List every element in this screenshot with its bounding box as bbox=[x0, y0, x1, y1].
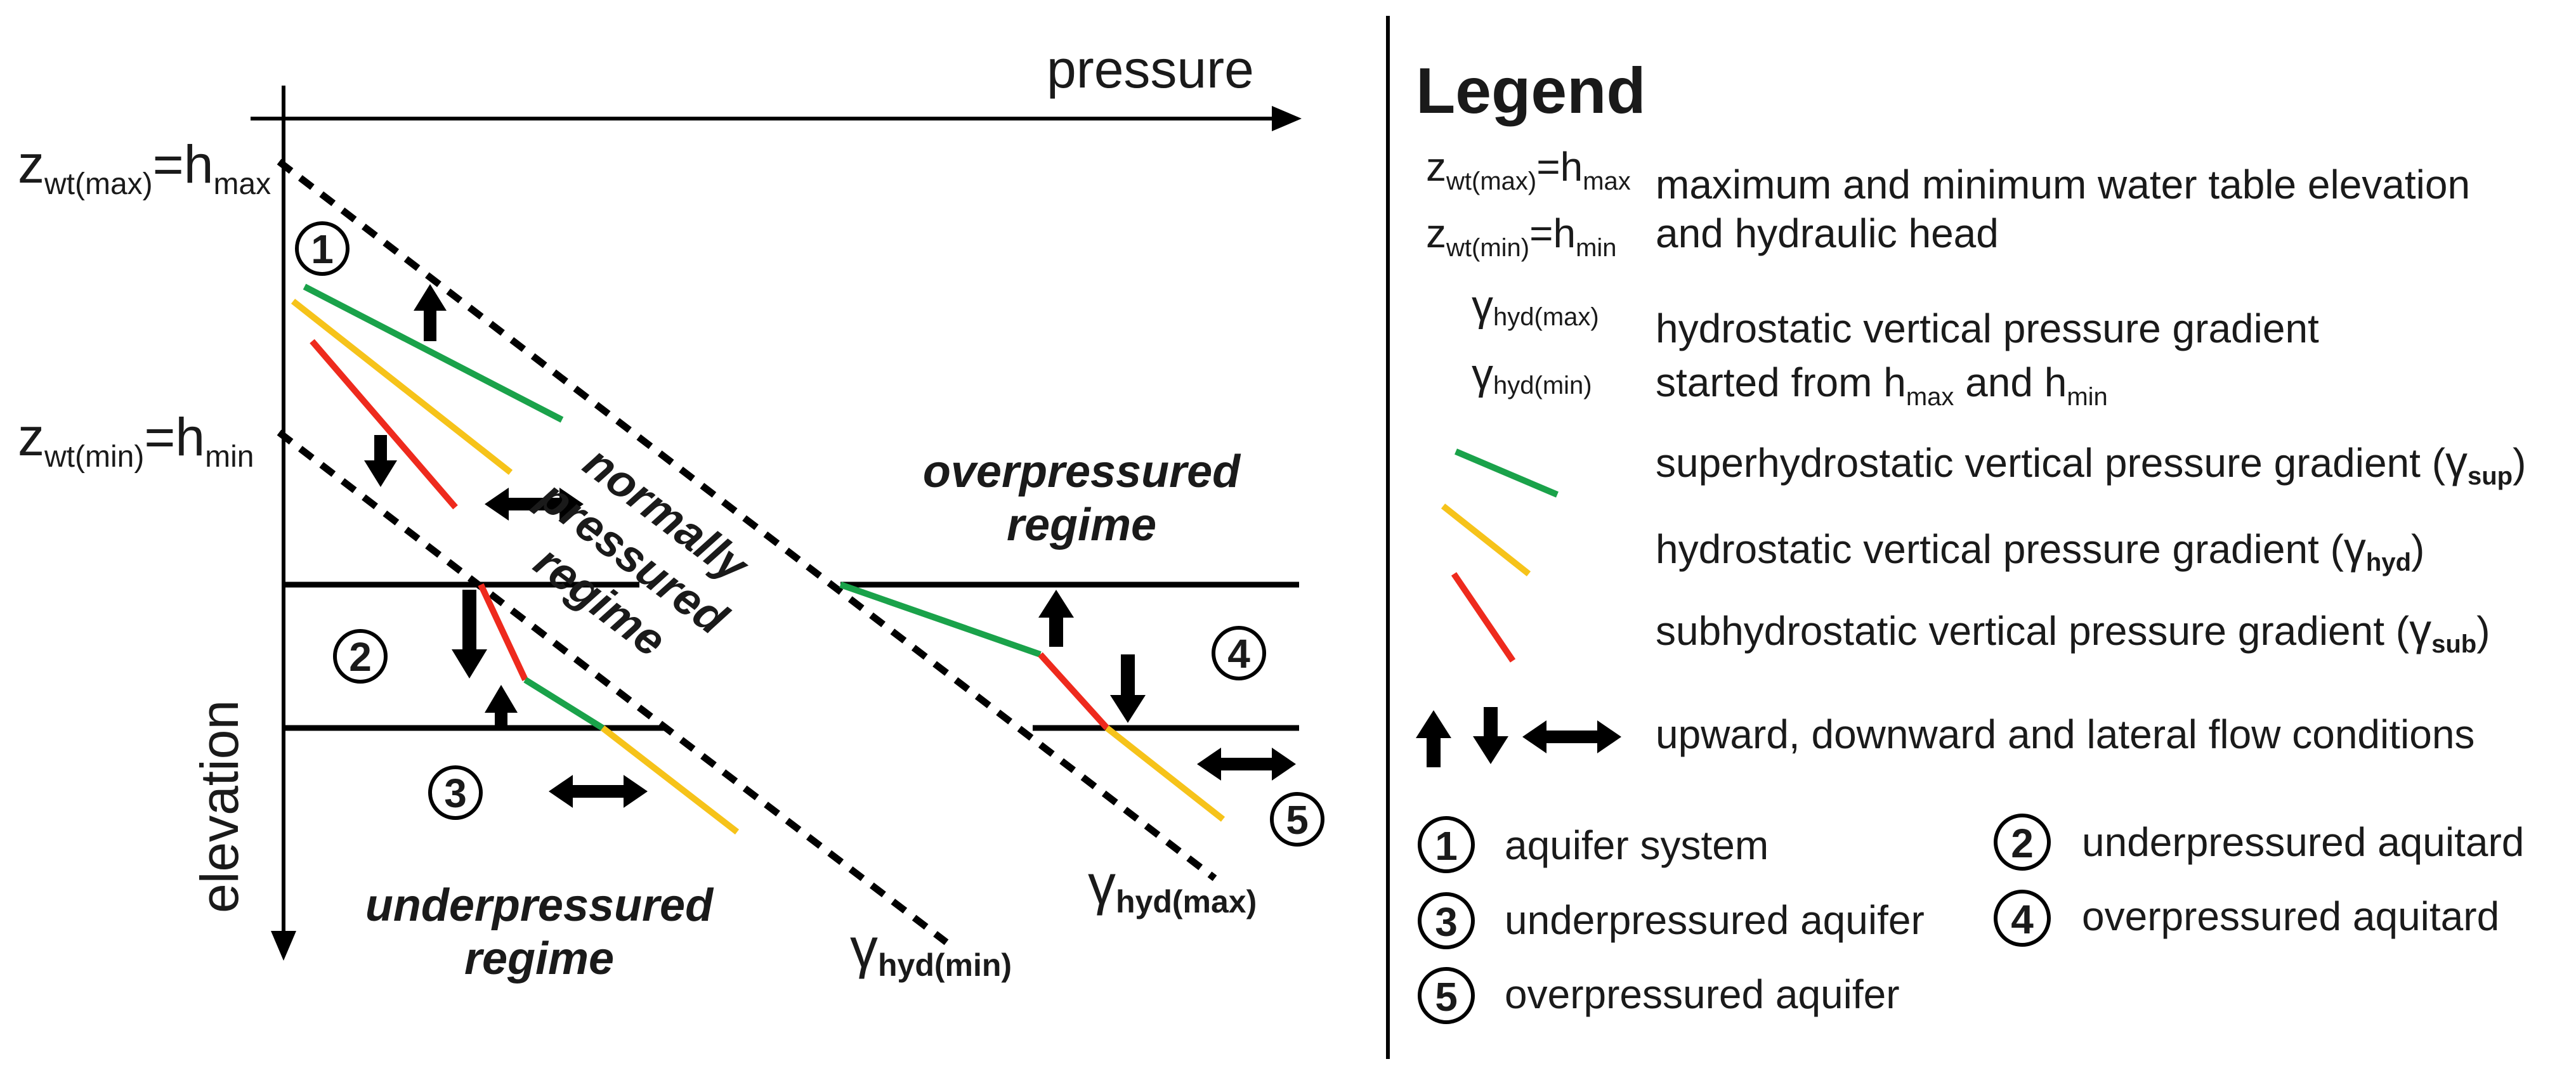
svg-text:5: 5 bbox=[1286, 797, 1309, 843]
underpressured-aquitard-marker: 2 bbox=[333, 629, 388, 684]
overpressured-regime-label: overpressured regime bbox=[923, 446, 1241, 550]
hydrostatic-gradient-3 bbox=[600, 725, 740, 834]
legend-item-4: 4 overpressured aquitard bbox=[1994, 890, 2499, 947]
legend-water-table-desc-2: and hydraulic head bbox=[1656, 211, 1999, 256]
superhydrostatic-gradient-1 bbox=[303, 283, 564, 423]
svg-text:3: 3 bbox=[444, 770, 467, 816]
svg-text:3: 3 bbox=[1435, 899, 1458, 945]
svg-text:1: 1 bbox=[311, 226, 334, 272]
legend-water-table-desc-1: maximum and minimum water table elevatio… bbox=[1656, 162, 2470, 207]
superhydrostatic-gradient-4 bbox=[839, 581, 1042, 658]
lateral-flow-arrow-5 bbox=[1197, 748, 1296, 781]
legend-subhydrostatic-label: subhydrostatic vertical pressure gradien… bbox=[1656, 605, 2490, 658]
legend-title: Legend bbox=[1416, 55, 1646, 127]
hydrostatic-gradient-5 bbox=[1104, 725, 1226, 822]
legend-zwt-min: zwt(min)=hmin bbox=[1426, 211, 1617, 262]
hydrostatic-min-line bbox=[277, 429, 949, 945]
subhydrostatic-gradient-4 bbox=[1038, 652, 1109, 731]
elevation-axis-arrowhead bbox=[271, 931, 296, 961]
underpressured-aquifer-marker: 3 bbox=[428, 765, 483, 820]
svg-text:regime: regime bbox=[1007, 500, 1156, 550]
upward-flow-arrow-4 bbox=[1038, 590, 1074, 647]
downward-flow-arrow-2 bbox=[452, 590, 487, 679]
hydrostatic-max-line bbox=[277, 159, 1217, 881]
svg-text:overpressured: overpressured bbox=[923, 446, 1241, 497]
svg-text:4: 4 bbox=[1227, 631, 1250, 677]
downward-flow-arrow-1 bbox=[364, 435, 397, 487]
zwt-max-label: zwt(max)=hmax bbox=[18, 134, 271, 201]
overpressured-aquitard-marker: 4 bbox=[1212, 626, 1266, 680]
legend-hydrostatic-label: hydrostatic vertical pressure gradient (… bbox=[1656, 523, 2424, 576]
svg-text:overpressured aquitard: overpressured aquitard bbox=[2082, 893, 2499, 939]
elevation-axis-label: elevation bbox=[190, 700, 249, 913]
legend-zwt-max: zwt(max)=hmax bbox=[1426, 144, 1631, 195]
svg-text:1: 1 bbox=[1435, 823, 1458, 869]
svg-text:regime: regime bbox=[464, 933, 614, 984]
superhydrostatic-gradient-3 bbox=[523, 677, 605, 731]
lateral-flow-arrow-1 bbox=[485, 488, 584, 521]
overpressured-aquifer-marker: 5 bbox=[1270, 792, 1324, 847]
svg-text:5: 5 bbox=[1435, 974, 1458, 1020]
legend-upward-arrow bbox=[1416, 710, 1451, 767]
legend-downward-arrow bbox=[1473, 707, 1508, 764]
legend-hydrostatic-desc-1: hydrostatic vertical pressure gradient bbox=[1656, 306, 2319, 351]
subhydrostatic-gradient-1 bbox=[310, 339, 458, 510]
hydrostatic-gradient-1 bbox=[291, 299, 513, 475]
upward-flow-arrow-1 bbox=[414, 284, 447, 341]
legend-gamma-min: γhyd(min) bbox=[1472, 350, 1592, 399]
legend-item-2: 2 underpressured aquitard bbox=[1994, 814, 2524, 871]
lateral-flow-arrow-3 bbox=[549, 775, 648, 808]
legend-superhydrostatic-label: superhydrostatic vertical pressure gradi… bbox=[1656, 437, 2526, 490]
pressure-axis-arrowhead bbox=[1272, 106, 1302, 131]
gamma-hyd-max-label: γhyd(max) bbox=[1088, 853, 1257, 919]
legend-item-3: 3 underpressured aquifer bbox=[1418, 892, 1925, 949]
downward-flow-arrow-4 bbox=[1110, 654, 1146, 723]
legend-subhydrostatic-swatch bbox=[1451, 572, 1516, 663]
gamma-hyd-min-label: γhyd(min) bbox=[850, 916, 1012, 983]
zwt-min-label: zwt(min)=hmin bbox=[18, 407, 254, 474]
svg-text:underpressured aquitard: underpressured aquitard bbox=[2082, 819, 2524, 865]
pressure-axis-label: pressure bbox=[1047, 39, 1254, 99]
legend-hydrostatic-swatch bbox=[1441, 503, 1531, 576]
legend-lateral-arrow bbox=[1522, 720, 1621, 753]
svg-text:underpressured aquifer: underpressured aquifer bbox=[1505, 897, 1925, 943]
upward-flow-arrow-3 bbox=[485, 685, 518, 728]
legend-item-5: 5 overpressured aquifer bbox=[1418, 967, 1900, 1024]
subhydrostatic-gradient-2 bbox=[478, 583, 528, 682]
svg-text:2: 2 bbox=[349, 634, 372, 680]
legend-item-1: 1 aquifer system bbox=[1418, 816, 1769, 873]
svg-text:underpressured: underpressured bbox=[365, 880, 714, 931]
legend-superhydrostatic-swatch bbox=[1455, 448, 1559, 498]
aquifer-system-marker: 1 bbox=[295, 221, 350, 276]
svg-text:overpressured aquifer: overpressured aquifer bbox=[1505, 971, 1900, 1017]
svg-text:4: 4 bbox=[2011, 897, 2034, 942]
legend-flow-label: upward, downward and lateral flow condit… bbox=[1656, 711, 2475, 757]
svg-text:aquifer system: aquifer system bbox=[1505, 822, 1769, 868]
normally-pressured-regime-label: normally pressured regime bbox=[525, 437, 759, 667]
svg-text:2: 2 bbox=[2011, 821, 2034, 866]
legend-hydrostatic-desc-2: started from hmax and hmin bbox=[1656, 360, 2108, 411]
underpressured-regime-label: underpressured regime bbox=[365, 880, 714, 984]
legend-gamma-max: γhyd(max) bbox=[1472, 282, 1599, 331]
